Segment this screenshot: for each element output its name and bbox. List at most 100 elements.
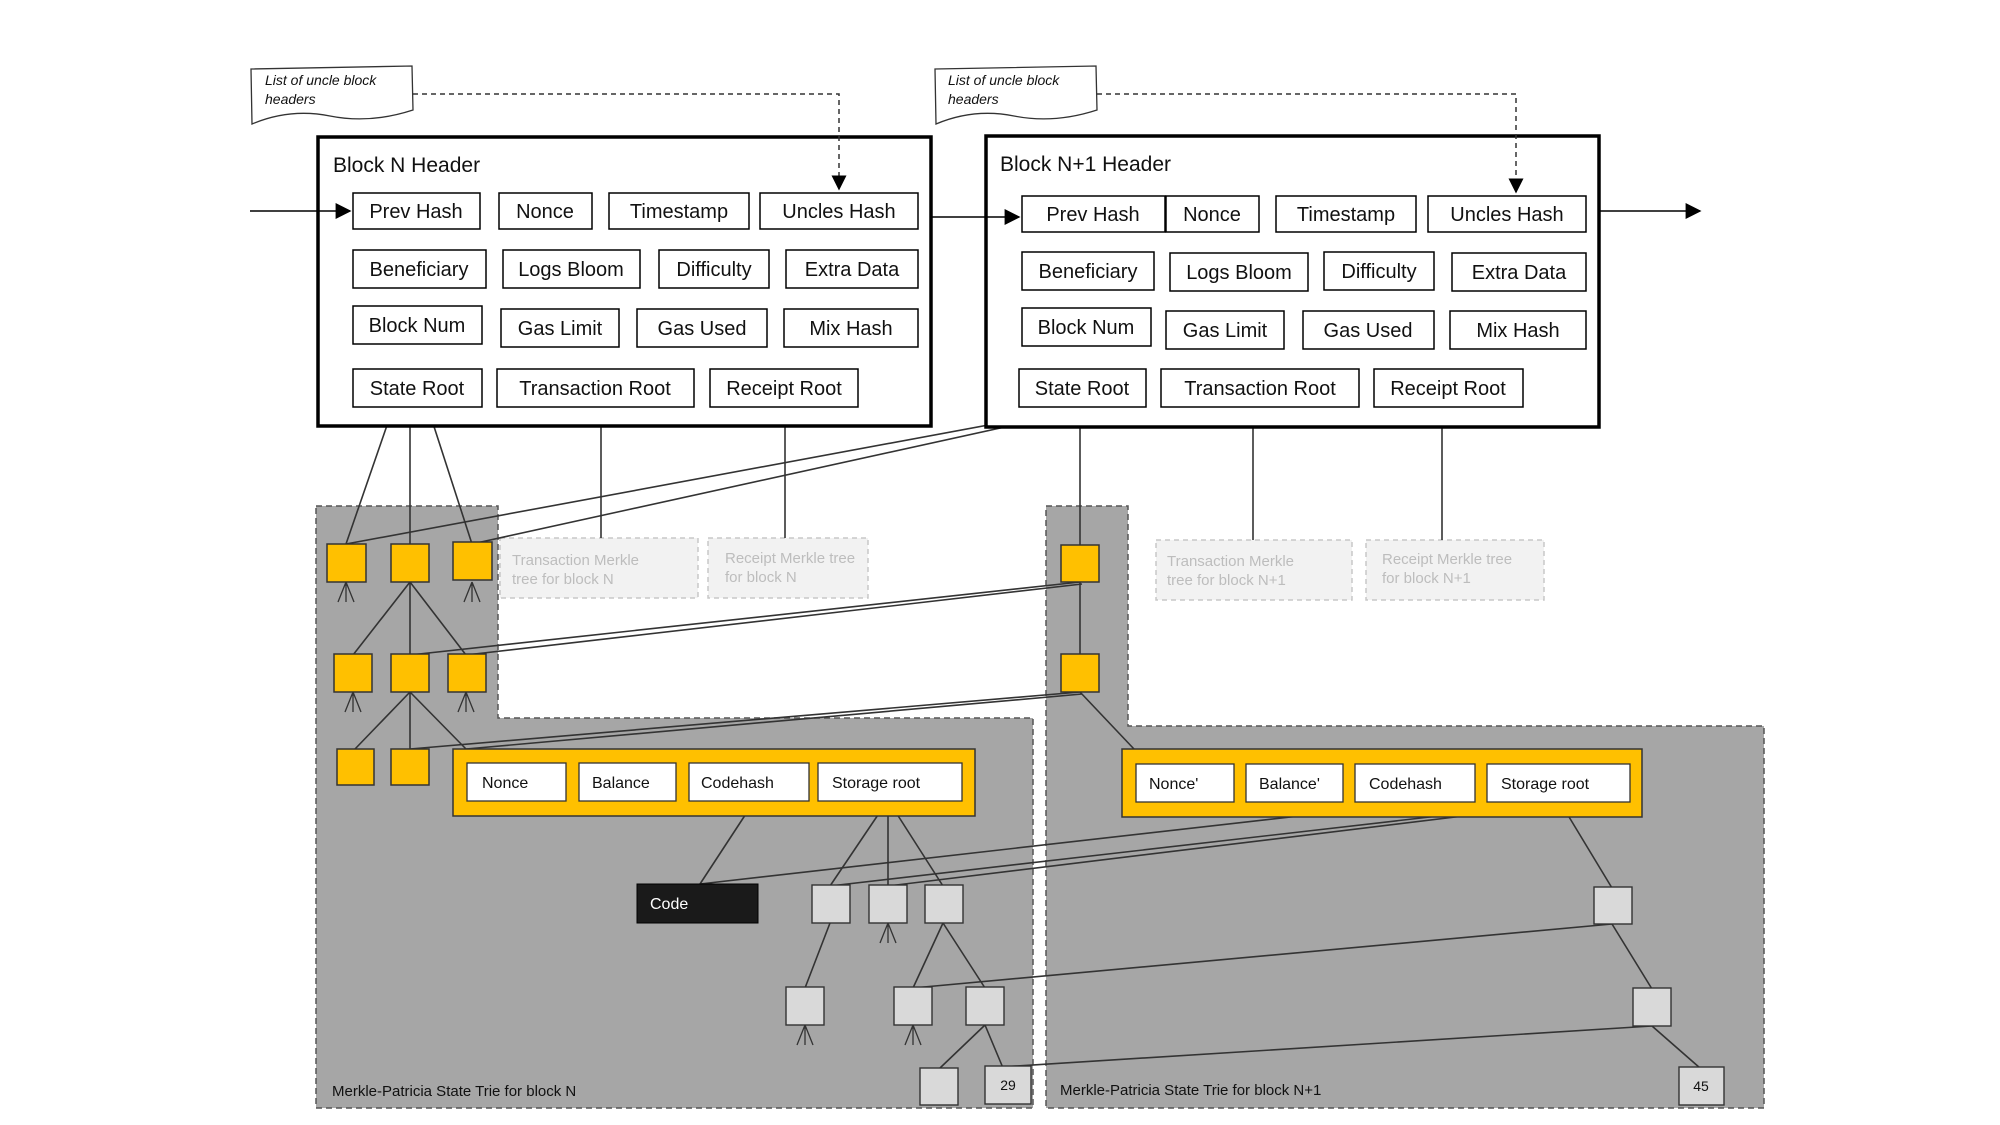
svg-text:Transaction Root: Transaction Root — [1184, 378, 1336, 400]
block-n1-field-uncles-hash: Uncles Hash — [1427, 195, 1587, 233]
svg-text:Receipt Merkle tree: Receipt Merkle tree — [1382, 551, 1512, 568]
svg-text:45: 45 — [1693, 1078, 1709, 1094]
account-n-storage-root: Storage root — [817, 762, 963, 802]
svg-text:Receipt Merkle tree: Receipt Merkle tree — [725, 550, 855, 567]
storage-node — [811, 884, 851, 924]
storage-node — [1632, 987, 1672, 1027]
svg-text:Uncles Hash: Uncles Hash — [1450, 204, 1563, 226]
account-n1-codehash: Codehash — [1354, 763, 1476, 803]
block-n-field-gas-used: Gas Used — [636, 308, 768, 348]
svg-text:Beneficiary: Beneficiary — [370, 259, 469, 281]
block-n-field-prev-hash: Prev Hash — [352, 192, 481, 230]
svg-text:Codehash: Codehash — [701, 775, 774, 792]
svg-text:Nonce: Nonce — [516, 201, 574, 223]
receipt-merkle-placeholder-n: Receipt Merkle tree for block N — [707, 537, 869, 599]
state-node — [390, 543, 430, 583]
svg-text:29: 29 — [1000, 1077, 1016, 1093]
svg-text:Block Num: Block Num — [1038, 317, 1135, 339]
block-n-field-uncles-hash: Uncles Hash — [759, 192, 919, 230]
svg-text:headers: headers — [948, 91, 999, 107]
node-stubs — [337, 581, 922, 1046]
block-n1-field-block-num: Block Num — [1021, 307, 1152, 347]
account-n-codehash: Codehash — [688, 762, 810, 802]
block-n-field-beneficiary: Beneficiary — [352, 249, 487, 289]
svg-text:List of uncle block: List of uncle block — [265, 72, 377, 88]
state-node — [390, 748, 430, 786]
svg-text:Receipt Root: Receipt Root — [726, 378, 842, 400]
svg-text:headers: headers — [265, 91, 316, 107]
block-n-field-mix-hash: Mix Hash — [783, 308, 919, 348]
leaf-value-n: 29 — [984, 1065, 1032, 1105]
state-trie-nodes — [326, 541, 1100, 786]
svg-text:Extra Data: Extra Data — [1472, 262, 1567, 284]
account-n1-storage-root: Storage root — [1486, 763, 1631, 803]
trie-label-n: Merkle-Patricia State Trie for block N — [332, 1083, 576, 1100]
storage-node — [965, 986, 1005, 1026]
block-n1-field-timestamp: Timestamp — [1275, 195, 1417, 233]
svg-text:Nonce: Nonce — [1183, 204, 1241, 226]
block-n1-field-gas-used: Gas Used — [1302, 310, 1435, 350]
storage-node — [868, 884, 908, 924]
storage-node — [924, 884, 964, 924]
svg-text:Gas Limit: Gas Limit — [1183, 320, 1268, 342]
block-n1-field-receipt-root: Receipt Root — [1373, 368, 1524, 408]
svg-text:tree for block N: tree for block N — [512, 571, 614, 588]
svg-text:Prev Hash: Prev Hash — [369, 201, 462, 223]
trie-label-n1: Merkle-Patricia State Trie for block N+1 — [1060, 1082, 1321, 1099]
svg-text:tree for block N+1: tree for block N+1 — [1167, 572, 1286, 589]
account-block-n: Nonce Balance Codehash Storage root — [452, 748, 976, 817]
svg-text:Uncles Hash: Uncles Hash — [782, 201, 895, 223]
svg-text:Gas Used: Gas Used — [658, 318, 747, 340]
block-n1-title: Block N+1 Header — [1000, 153, 1171, 176]
block-n-header: Block N Header Prev Hash Nonce Timestamp… — [316, 135, 933, 428]
connector-lines — [345, 405, 1701, 1069]
storage-node — [893, 986, 933, 1026]
svg-text:Difficulty: Difficulty — [676, 259, 751, 281]
svg-text:List of uncle block: List of uncle block — [948, 72, 1060, 88]
state-node — [1060, 544, 1100, 583]
storage-node — [785, 986, 825, 1026]
block-n-field-timestamp: Timestamp — [608, 192, 750, 230]
leaf-value-n1: 45 — [1678, 1066, 1725, 1106]
block-n-field-block-num: Block Num — [352, 305, 483, 345]
account-n-balance: Balance — [578, 762, 677, 802]
svg-text:Logs Bloom: Logs Bloom — [1186, 262, 1292, 284]
uncle-link-n1 — [1097, 93, 1524, 194]
block-n-field-gas-limit: Gas Limit — [500, 308, 620, 348]
svg-text:Extra Data: Extra Data — [805, 259, 900, 281]
state-node — [336, 748, 375, 786]
state-node — [390, 653, 430, 693]
svg-text:Transaction Merkle: Transaction Merkle — [1167, 553, 1294, 570]
block-n1-field-logs-bloom: Logs Bloom — [1169, 252, 1309, 292]
state-node — [1060, 653, 1100, 693]
block-n-field-extra-data: Extra Data — [785, 249, 919, 289]
account-n1-nonce: Nonce' — [1135, 763, 1235, 803]
block-n-field-nonce: Nonce — [498, 192, 593, 230]
receipt-merkle-placeholder-n1: Receipt Merkle tree for block N+1 — [1365, 539, 1545, 601]
svg-text:Transaction Root: Transaction Root — [519, 378, 671, 400]
block-n1-field-difficulty: Difficulty — [1323, 251, 1435, 291]
block-n1-field-transaction-root: Transaction Root — [1160, 368, 1360, 408]
svg-text:Gas Limit: Gas Limit — [518, 318, 603, 340]
svg-text:Transaction Merkle: Transaction Merkle — [512, 552, 639, 569]
svg-text:Storage root: Storage root — [832, 775, 921, 792]
svg-text:State Root: State Root — [370, 378, 465, 400]
block-n-field-difficulty: Difficulty — [658, 249, 770, 289]
svg-text:Code: Code — [650, 896, 688, 913]
svg-text:Gas Used: Gas Used — [1324, 320, 1413, 342]
transaction-merkle-placeholder-n1: Transaction Merkle tree for block N+1 — [1155, 539, 1353, 601]
svg-text:Nonce': Nonce' — [1149, 776, 1198, 793]
block-n1-field-gas-limit: Gas Limit — [1165, 310, 1285, 350]
state-node — [447, 653, 487, 693]
svg-text:Mix Hash: Mix Hash — [1476, 320, 1559, 342]
account-n1-balance: Balance' — [1245, 763, 1344, 803]
block-n1-field-state-root: State Root — [1018, 368, 1147, 408]
state-node — [326, 543, 367, 583]
block-n1-field-beneficiary: Beneficiary — [1021, 251, 1155, 291]
svg-text:Beneficiary: Beneficiary — [1039, 261, 1138, 283]
storage-node — [1593, 886, 1633, 925]
svg-text:Mix Hash: Mix Hash — [809, 318, 892, 340]
storage-node — [919, 1067, 959, 1106]
svg-text:Codehash: Codehash — [1369, 776, 1442, 793]
